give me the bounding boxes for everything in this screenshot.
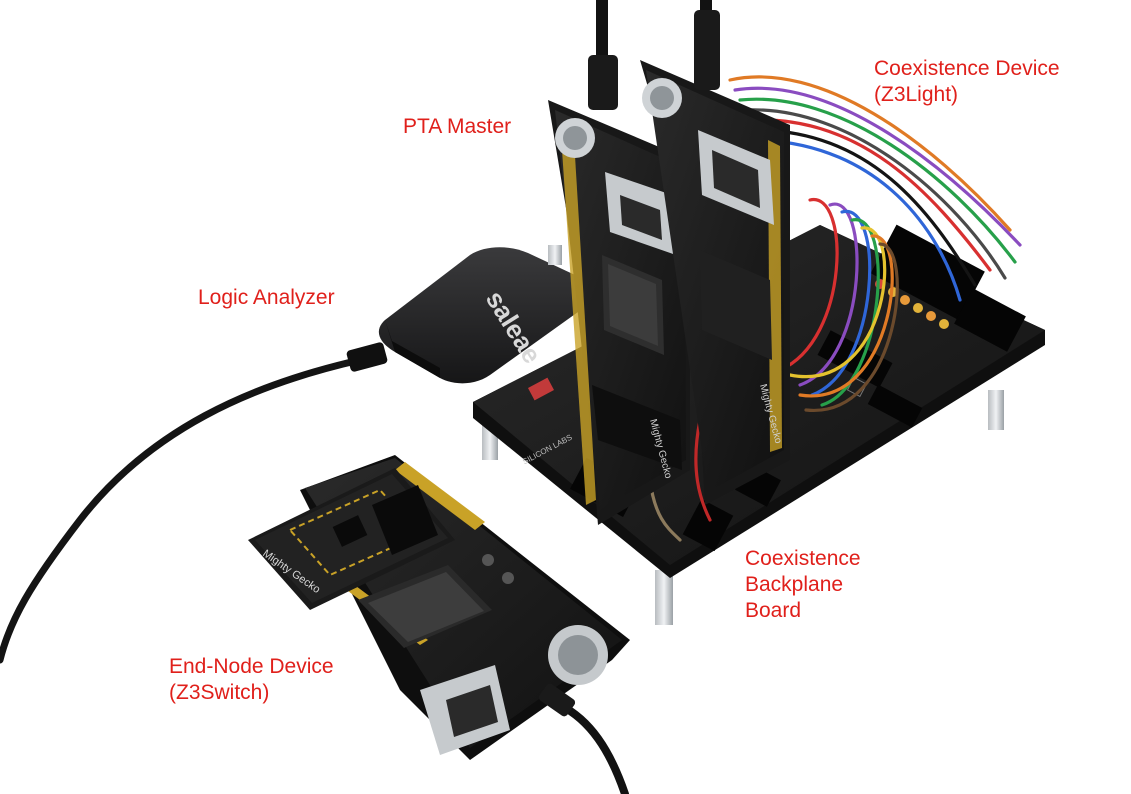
label-end-node-device: End-Node Device (Z3Switch) <box>169 654 334 706</box>
label-coexistence-backplane-line3: Board <box>745 599 802 622</box>
label-logic-analyzer-line1: Logic Analyzer <box>198 286 335 309</box>
label-end-node-device-line1: End-Node Device <box>169 655 334 678</box>
end-node-device-board: Mighty Gecko <box>248 455 630 760</box>
jumper-wires <box>647 75 1022 542</box>
label-coexistence-device-line2: (Z3Light) <box>874 83 959 106</box>
label-coexistence-backplane-line2: Backplane <box>745 573 844 596</box>
label-coexistence-device: Coexistence Device (Z3Light) <box>874 56 1060 108</box>
label-end-node-device-line2: (Z3Switch) <box>169 681 270 704</box>
label-pta-master-line1: PTA Master <box>403 115 512 138</box>
coexistence-device-board: Mighty Gecko <box>640 60 790 505</box>
usb-cables-top <box>588 0 720 110</box>
usb-cable-end-node <box>538 683 629 794</box>
label-coexistence-backplane-line1: Coexistence <box>745 547 861 570</box>
label-coexistence-device-line1: Coexistence Device <box>874 57 1060 80</box>
label-pta-master: PTA Master <box>403 114 511 140</box>
usb-cable-logic-analyzer <box>0 342 388 664</box>
label-coexistence-backplane: Coexistence Backplane Board <box>745 546 861 624</box>
label-logic-analyzer: Logic Analyzer <box>198 285 335 311</box>
logic-analyzer-device: saleae <box>378 247 587 384</box>
pta-master-board: Mighty Gecko <box>548 100 690 525</box>
